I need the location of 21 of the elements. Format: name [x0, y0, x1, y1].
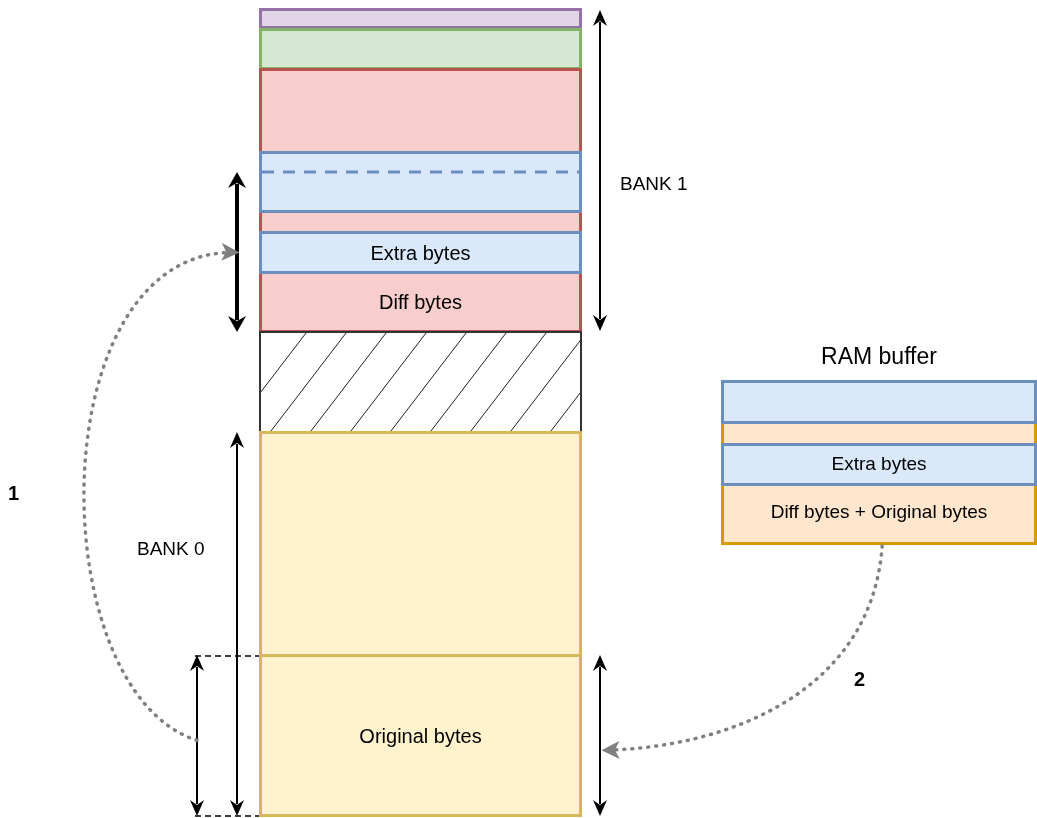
step-number: 2	[854, 667, 866, 692]
block-label: Extra bytes	[370, 240, 471, 266]
memory-block	[259, 8, 582, 29]
block-label: Extra bytes	[831, 452, 927, 477]
step-number: 1	[8, 481, 20, 506]
memory-block	[259, 431, 582, 657]
block-label: Diff bytes	[379, 290, 462, 315]
memory-block	[259, 68, 582, 333]
memory-block	[259, 654, 582, 817]
bank-label: BANK 1	[620, 172, 688, 196]
memory-block	[721, 443, 1037, 486]
dotted-arrow	[601, 544, 884, 759]
memory-block	[259, 231, 582, 274]
memory-block	[721, 380, 1037, 424]
block-title: RAM buffer	[820, 342, 938, 371]
block-label: Diff bytes + Original bytes	[770, 500, 988, 525]
bank-label: BANK 0	[137, 537, 205, 561]
block-label: Original bytes	[359, 723, 482, 749]
memory-block	[259, 28, 582, 70]
dotted-arrow	[82, 246, 240, 743]
memory-block	[259, 151, 582, 213]
